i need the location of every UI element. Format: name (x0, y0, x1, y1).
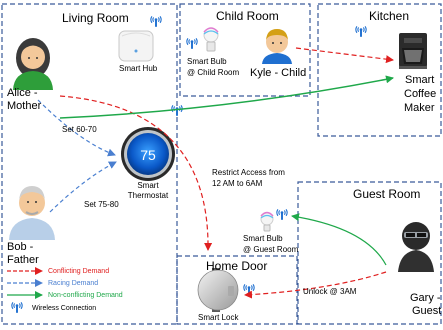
home-door-title: Home Door (206, 259, 268, 273)
living-room-title: Living Room (62, 11, 129, 25)
child-room-title: Child Room (216, 9, 279, 23)
smart-hub-label: Smart Hub (119, 64, 158, 73)
smart-lock-icon (197, 268, 239, 312)
thermostat-icon: 75 (121, 127, 175, 181)
bob-avatar (9, 186, 55, 240)
alice-avatar (13, 38, 53, 90)
bob-setpoint-label: Set 75-80 (84, 200, 119, 209)
bulb-icon (203, 27, 219, 52)
alice-label-line2: Mother (7, 100, 42, 112)
wireless-icon (355, 26, 367, 38)
gary-label-line2: Guest (412, 305, 442, 317)
gary-label-line1: Gary - (410, 292, 441, 304)
bulb-child-label-line1: Smart Bulb (187, 57, 227, 66)
bulb-guest-label-line1: Smart Bulb (243, 234, 283, 243)
wireless-icon (243, 284, 255, 296)
unlock-label: Unlock @ 3AM (303, 287, 357, 296)
coffee-label-line1: Smart (405, 74, 435, 86)
guest-room-box (297, 181, 442, 325)
wireless-icon (11, 302, 23, 314)
smart-hub-icon (118, 30, 154, 62)
bob-label-line1: Bob - (7, 241, 34, 253)
kitchen-box (317, 3, 442, 137)
smart-lock-label: Smart Lock (198, 313, 239, 322)
guest-room-title: Guest Room (353, 187, 421, 201)
svg-text:75: 75 (140, 147, 156, 163)
gary-to-door-conflicting (244, 271, 387, 299)
bulb-icon (260, 211, 274, 232)
coffee-label-line3: Maker (404, 102, 435, 114)
gary-to-bulb-nonconflicting (291, 213, 387, 266)
restrict-label-line2: 12 AM to 6AM (212, 179, 263, 188)
child-room-box (179, 3, 311, 97)
coffee-maker-icon (399, 33, 427, 69)
alice-to-coffee-nonconflicting (59, 75, 394, 119)
legend-wireless-text: Wireless Connection (32, 305, 97, 312)
gary-avatar (398, 222, 434, 272)
bob-label-line2: Father (7, 254, 39, 266)
legend-racing-text: Racing Demand (48, 280, 99, 287)
thermostat-label-line1: Smart (137, 181, 159, 190)
wireless-icon (150, 16, 162, 28)
bob-to-thermostat-racing (49, 161, 117, 213)
restrict-label-line1: Restrict Access from (212, 168, 285, 177)
wireless-icon (276, 209, 288, 221)
kyle-label: Kyle - Child (250, 67, 307, 79)
legend-nonconflicting-text: Non-conflicting Demand (48, 292, 123, 299)
legend-conflicting-text: Conflicting Demand (48, 268, 110, 275)
alice-to-door-conflicting (59, 95, 213, 251)
thermostat-label-line2: Thermostat (127, 191, 169, 200)
kyle-to-coffee-conflicting (295, 47, 394, 64)
coffee-label-line2: Coffee (404, 88, 437, 100)
bulb-child-label-line2: @ Child Room (187, 68, 240, 77)
kyle-avatar (262, 29, 292, 64)
alice-label-line1: Alice - (7, 87, 38, 99)
kitchen-title: Kitchen (369, 9, 410, 23)
alice-to-thermostat-racing (37, 99, 116, 157)
alice-setpoint-label: Set 60-70 (62, 125, 97, 134)
bulb-guest-label-line2: @ Guest Room (243, 245, 299, 254)
wireless-icon (186, 38, 198, 50)
